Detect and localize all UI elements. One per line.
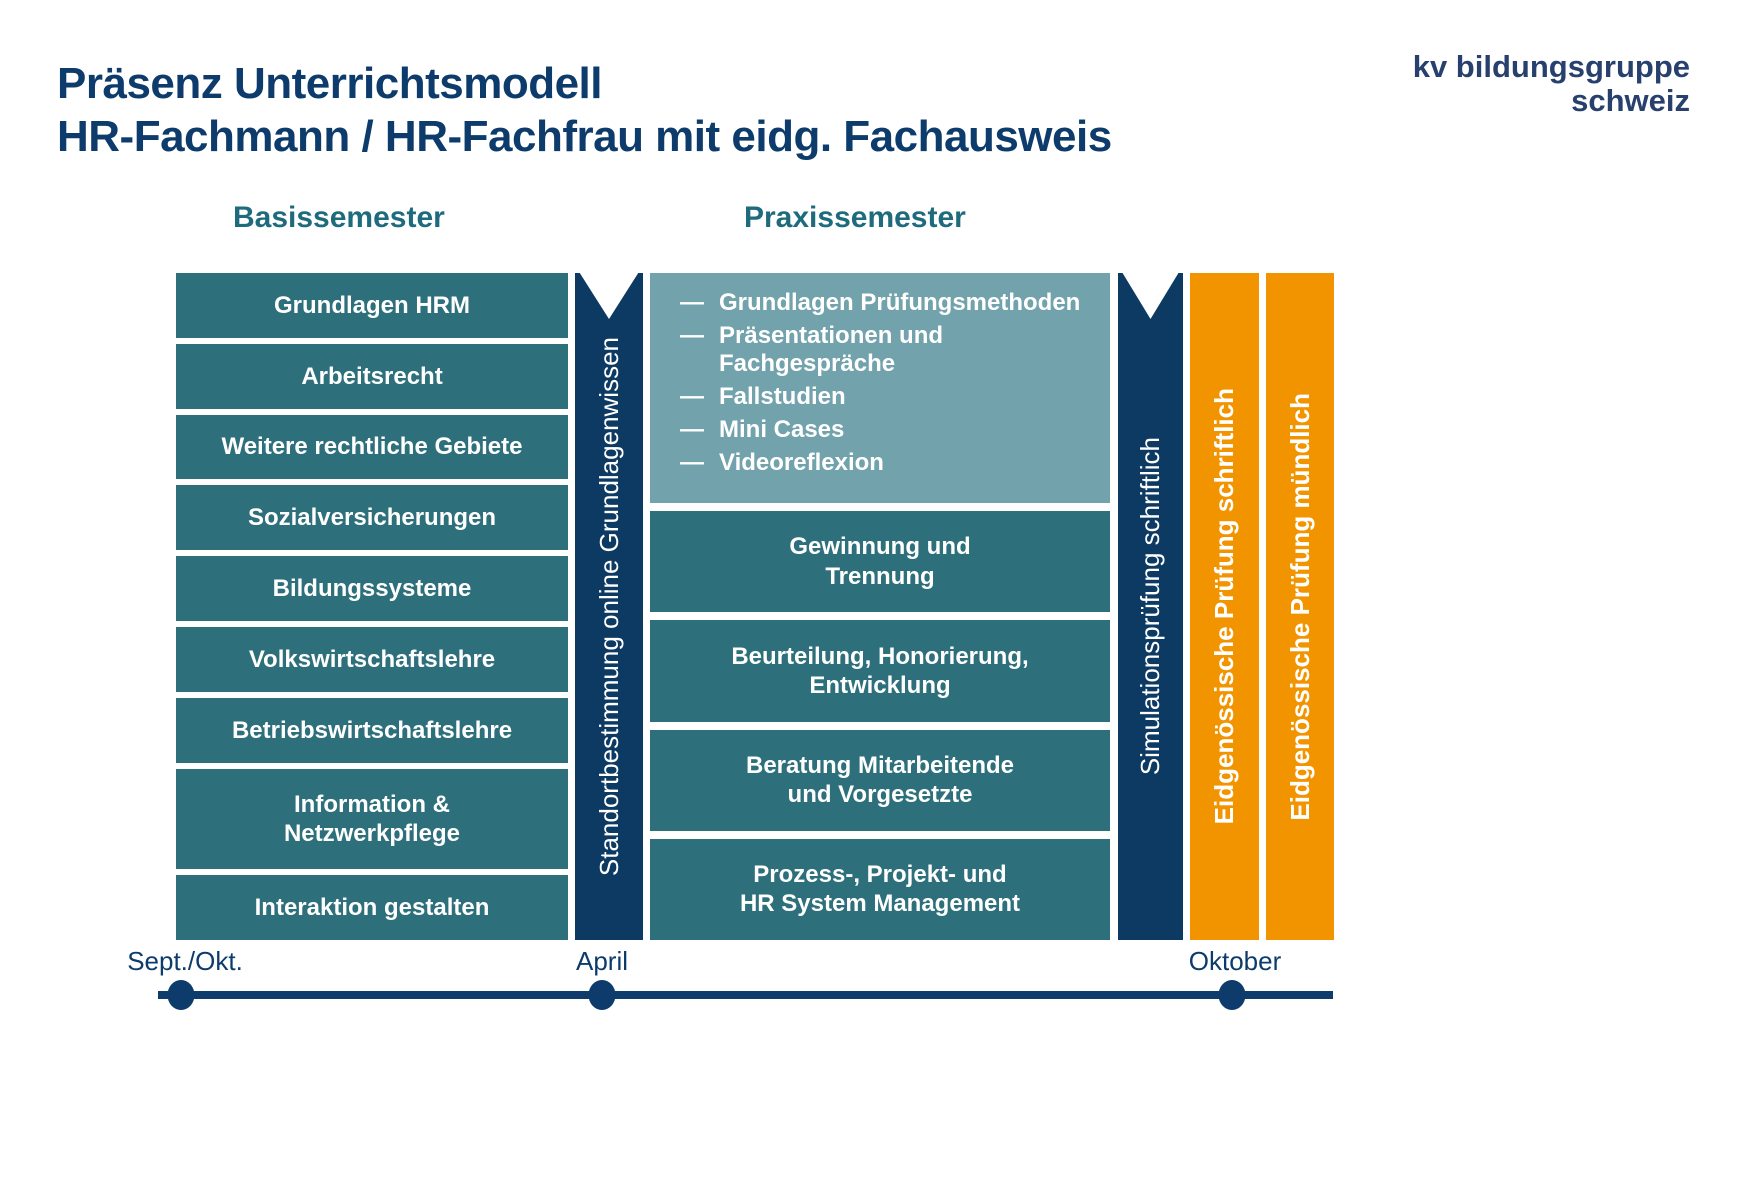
timeline-dot-april	[588, 980, 616, 1010]
ribbon-standortbestimmung: Standortbestimmung online Grundlagenwiss…	[575, 273, 643, 940]
ribbon-simulationspruefung-label: Simulationsprüfung schriftlich	[1135, 437, 1165, 776]
dash-bullet-icon: —	[680, 449, 704, 477]
praxis-box-beratung-mitarbeitende-vorgesetzte: Beratung Mitarbeitende und Vorgesetzte	[650, 729, 1110, 831]
bullet-text: Grundlagen Prüfungsmethoden	[719, 289, 1081, 316]
basissemester-header: Basissemester	[233, 201, 445, 234]
page-title-line1: Präsenz Unterrichtsmodell	[57, 59, 602, 108]
brand-logo-line2: schweiz	[1571, 83, 1690, 119]
ribbon-standortbestimmung-label: Standortbestimmung online Grundlagenwiss…	[593, 336, 624, 877]
timeline-dot-oktober	[1218, 980, 1246, 1010]
basis-box-grundlagen-hrm: Grundlagen HRM	[176, 273, 568, 338]
timeline-label-oktober: Oktober	[1188, 946, 1282, 976]
praxis-box-prozess-projekt-hr-system: Prozess-, Projekt- und HR System Managem…	[650, 838, 1110, 940]
bullet-text: Fallstudien	[719, 383, 846, 411]
basis-box-betriebswirtschaftslehre: Betriebswirtschaftslehre	[176, 697, 568, 763]
list-item: — Mini Cases	[680, 416, 1098, 444]
brand-logo: kv bildungsgruppe schweiz	[1412, 49, 1690, 119]
timeline-label-april: April	[575, 946, 629, 976]
praxis-overview-box: — Grundlagen Prüfungsmethoden — Präsenta…	[650, 273, 1110, 503]
basis-box-information-netzwerkpflege: Information & Netzwerkpflege	[176, 768, 568, 870]
bullet-text: Mini Cases	[719, 416, 845, 444]
list-item: — Videoreflexion	[680, 449, 1098, 477]
praxis-box-beurteilung-honorierung-entwicklung: Beurteilung, Honorierung, Entwicklung	[650, 620, 1110, 722]
ribbon-simulationspruefung: Simulationsprüfung schriftlich	[1118, 273, 1183, 940]
ribbon-eidg-pruefung-schriftlich-label: Eidgenössische Prüfung schriftlich	[1209, 388, 1239, 825]
basis-box-sozialversicherungen: Sozialversicherungen	[176, 485, 568, 551]
page-title: Präsenz Unterrichtsmodell HR-Fachmann / …	[57, 58, 1112, 164]
praxis-bullet-list: — Grundlagen Prüfungsmethoden — Präsenta…	[680, 289, 1098, 477]
dash-bullet-icon: —	[680, 416, 704, 444]
praxissemester-column: — Grundlagen Prüfungsmethoden — Präsenta…	[650, 273, 1110, 940]
page-title-line2: HR-Fachmann / HR-Fachfrau mit eidg. Fach…	[57, 111, 1112, 161]
dash-bullet-icon: —	[680, 289, 704, 316]
basis-box-volkswirtschaftslehre: Volkswirtschaftslehre	[176, 627, 568, 692]
basis-box-weitere-rechtliche-gebiete: Weitere rechtliche Gebiete	[176, 414, 568, 480]
timeline-label-sept-okt: Sept./Okt.	[127, 946, 243, 976]
ribbon-eidg-pruefung-schriftlich: Eidgenössische Prüfung schriftlich	[1190, 273, 1259, 940]
timeline-dot-sept-okt	[167, 980, 195, 1010]
list-item: — Grundlagen Prüfungsmethoden	[680, 289, 1098, 317]
basis-box-bildungssysteme: Bildungssysteme	[176, 556, 568, 622]
ribbon-eidg-pruefung-muendlich-label: Eidgenössische Prüfung mündlich	[1284, 392, 1315, 821]
praxissemester-header: Praxissemester	[744, 201, 966, 234]
dash-bullet-icon: —	[680, 322, 704, 350]
bullet-text: Videoreflexion	[719, 449, 884, 477]
bullet-text: Präsentationen und Fachgespräche	[719, 322, 944, 378]
brand-logo-line1: kv bildungsgruppe	[1412, 49, 1690, 84]
basis-box-interaktion-gestalten: Interaktion gestalten	[176, 875, 568, 940]
dash-bullet-icon: —	[680, 383, 704, 411]
timeline-line	[158, 991, 1333, 999]
praxis-box-gewinnung-trennung: Gewinnung und Trennung	[650, 511, 1110, 613]
basis-box-arbeitsrecht: Arbeitsrecht	[176, 343, 568, 409]
basissemester-column: Grundlagen HRM Arbeitsrecht Weitere rech…	[176, 273, 568, 940]
list-item: — Fallstudien	[680, 383, 1098, 411]
ribbon-eidg-pruefung-muendlich: Eidgenössische Prüfung mündlich	[1266, 273, 1334, 940]
list-item: — Präsentationen und Fachgespräche	[680, 322, 1098, 378]
